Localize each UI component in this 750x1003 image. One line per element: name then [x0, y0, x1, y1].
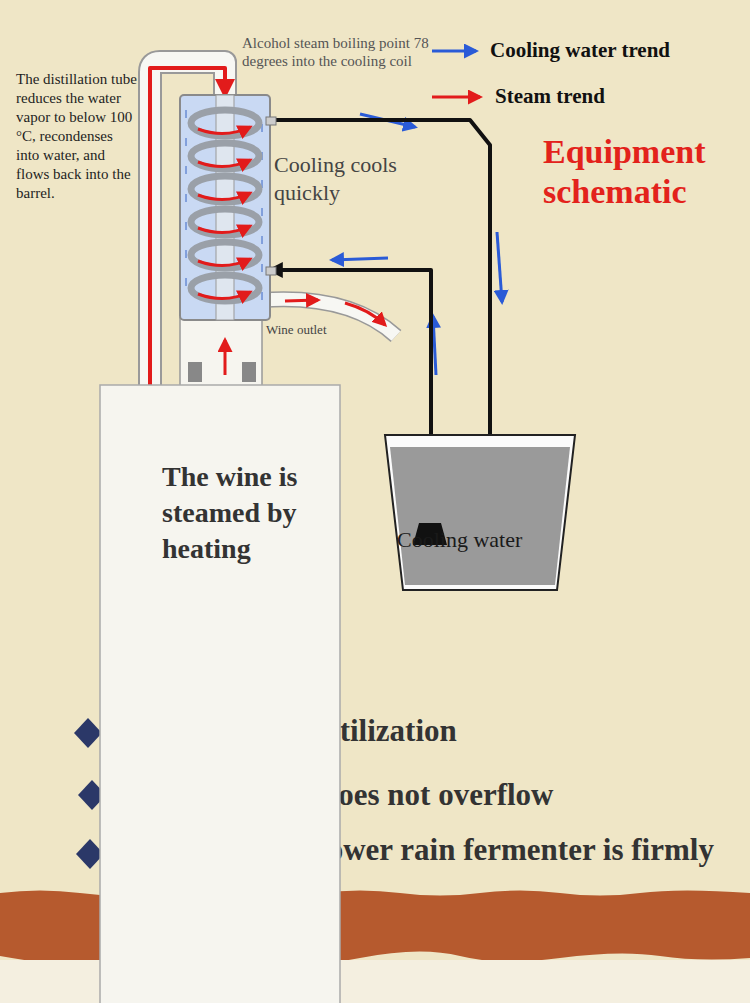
part-label: Wine outlet	[266, 322, 376, 338]
water-arrow	[332, 258, 388, 260]
title: Equipment schematic	[543, 132, 748, 212]
legend-text: Cooling water trend	[490, 38, 670, 63]
cooling-bucket-outline	[385, 435, 575, 590]
node-text: Cooling cools quickly	[274, 151, 434, 207]
water-arrow	[497, 232, 502, 302]
legend-text: Steam trend	[495, 84, 605, 109]
steam-arrow	[224, 340, 227, 375]
condenser: Cooling cools quickly	[180, 95, 270, 320]
clamp	[242, 362, 256, 382]
bullet-diamond	[74, 718, 102, 748]
condenser-outline	[180, 95, 270, 320]
note-text: The distillation tube reduces the water …	[16, 70, 138, 203]
legend-sample	[432, 50, 476, 53]
steam-arrow	[285, 300, 318, 301]
legend-sample	[432, 96, 480, 99]
clamp	[188, 362, 202, 382]
cooling-bucket: Cooling water	[385, 435, 575, 590]
node-text: The wine is steamed by heating	[162, 459, 334, 567]
node-text: Cooling water	[397, 527, 577, 553]
water-arrow	[433, 316, 436, 375]
barrel-neck	[180, 318, 262, 388]
barrel: The wine is steamed by heating	[100, 385, 340, 1003]
note-text: Alcohol steam boiling point 78 degrees i…	[242, 34, 434, 70]
steam-arrow	[345, 303, 385, 325]
